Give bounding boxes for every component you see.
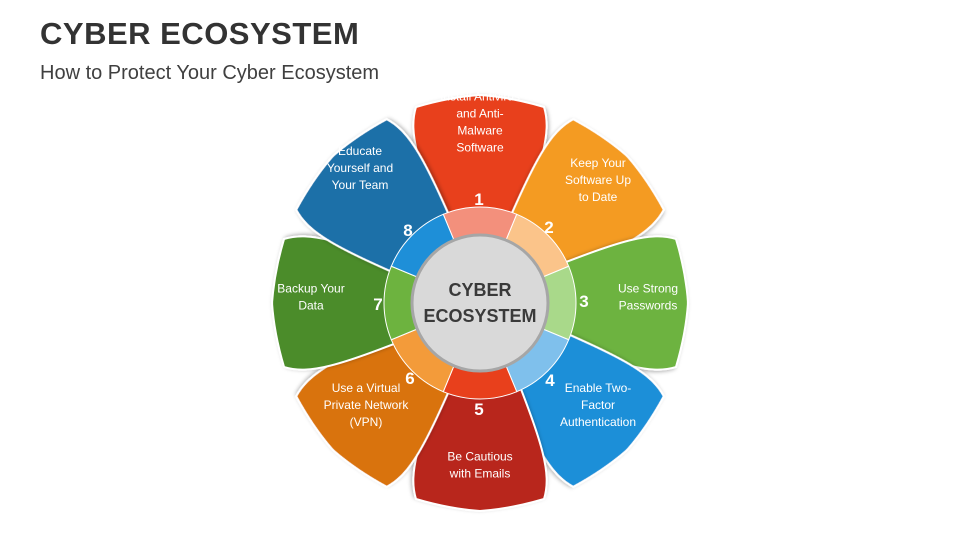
step-6-label-line-3: (VPN) xyxy=(350,415,383,429)
step-6-label-line-1: Use a Virtual xyxy=(332,381,400,395)
step-1-label-line-4: Software xyxy=(456,141,504,155)
step-5-label-line-1: Be Cautious xyxy=(447,450,512,464)
step-3-label-line-1: Use Strong xyxy=(618,282,678,296)
step-4-label-line-3: Authentication xyxy=(560,415,636,429)
step-2-label-line-2: Software Up xyxy=(565,173,631,187)
step-1-label-line-2: and Anti- xyxy=(456,107,503,121)
step-6-number: 6 xyxy=(405,369,414,388)
step-2-label-line-1: Keep Your xyxy=(570,156,625,170)
step-8-label-line-1: Educate xyxy=(338,144,382,158)
step-2-number: 2 xyxy=(544,218,553,237)
step-7-label-line-1: Backup Your xyxy=(277,282,344,296)
center-circle xyxy=(410,233,550,373)
step-1-label-line-3: Malware xyxy=(457,124,503,138)
step-8-label-line-2: Yourself and xyxy=(327,161,393,175)
step-4-label-line-1: Enable Two- xyxy=(565,381,632,395)
page-subtitle: How to Protect Your Cyber Ecosystem xyxy=(40,62,380,84)
step-7-label-line-2: Data xyxy=(298,299,324,313)
step-7-number: 7 xyxy=(373,295,382,314)
center-label-line-1: CYBER xyxy=(448,280,511,300)
step-4-number: 4 xyxy=(545,371,555,390)
step-5-number: 5 xyxy=(474,400,483,419)
step-6-label-line-2: Private Network xyxy=(324,398,410,412)
step-1-number: 1 xyxy=(474,190,483,209)
label-group: Install Antivirus and Anti- MalwareSoftwar… xyxy=(277,90,678,481)
step-3-label-line-2: Passwords xyxy=(619,299,678,313)
step-8-number: 8 xyxy=(403,221,412,240)
step-3-number: 3 xyxy=(579,292,588,311)
step-4-label-line-2: Factor xyxy=(581,398,615,412)
center-label-line-2: ECOSYSTEM xyxy=(423,306,536,326)
step-1-label-line-1: Install Antivirus xyxy=(440,90,520,104)
step-2-label-line-3: to Date xyxy=(579,190,618,204)
step-5-label-line-2: with Emails xyxy=(449,467,511,481)
step-8-label-line-3: Your Team xyxy=(332,178,389,192)
petal-group xyxy=(270,93,690,513)
page-title: CYBER ECOSYSTEM xyxy=(40,16,360,51)
